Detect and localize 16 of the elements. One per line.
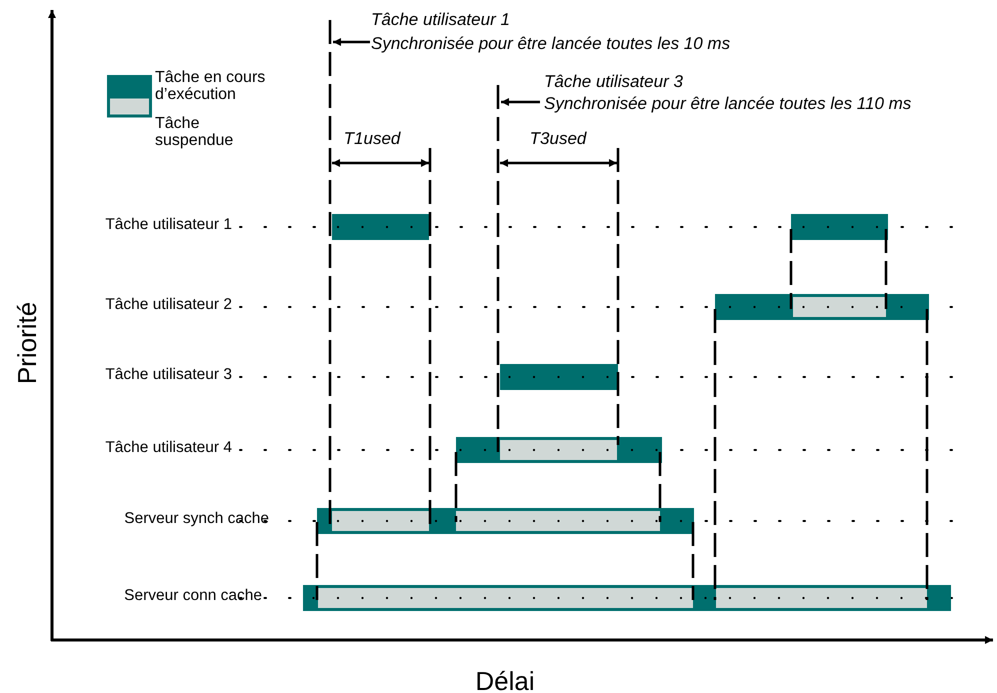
axis-title: Priorité	[13, 302, 43, 384]
annotation-text: Synchronisée pour être lancée toutes les 10 ms	[371, 34, 730, 54]
row-label: Tâche utilisateur 1	[105, 216, 232, 234]
legend-label: Tâche en cours d’exécution	[155, 70, 266, 104]
annotation-text: T3used	[530, 129, 586, 149]
annotation-text: Tâche utilisateur 3	[544, 72, 683, 92]
row-label: Serveur conn cache	[124, 587, 262, 605]
row-label: Serveur synch cache	[124, 510, 269, 528]
axis-title: Délai	[475, 667, 535, 693]
annotation-text: T1used	[344, 129, 400, 149]
legend-label: Tâche suspendue	[155, 116, 234, 150]
row-label: Tâche utilisateur 2	[105, 296, 232, 314]
annotation-text: Synchronisée pour être lancée toutes les 110 ms	[544, 94, 912, 114]
row-label: Tâche utilisateur 4	[105, 439, 232, 457]
row-label: Tâche utilisateur 3	[105, 366, 232, 384]
annotation-text: Tâche utilisateur 1	[371, 10, 510, 30]
